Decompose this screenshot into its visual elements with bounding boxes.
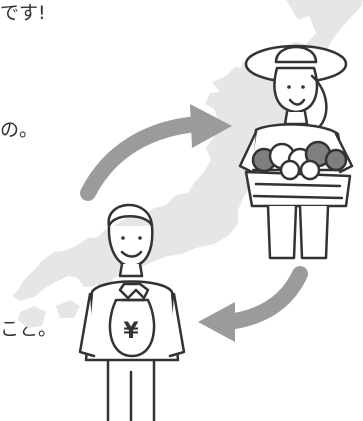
sentence-fragment-middle: の。 [0,119,39,141]
sentence-fragment-top: です! [0,2,46,24]
farmer-illustration [238,44,354,260]
curved-arrow-up-right-icon [80,104,232,201]
yen-money-bag-icon [108,282,156,358]
curved-arrow-down-left-icon [198,266,308,342]
sentence-fragment-bottom: こと。 [0,318,58,340]
yen-symbol: ¥ [123,319,139,344]
